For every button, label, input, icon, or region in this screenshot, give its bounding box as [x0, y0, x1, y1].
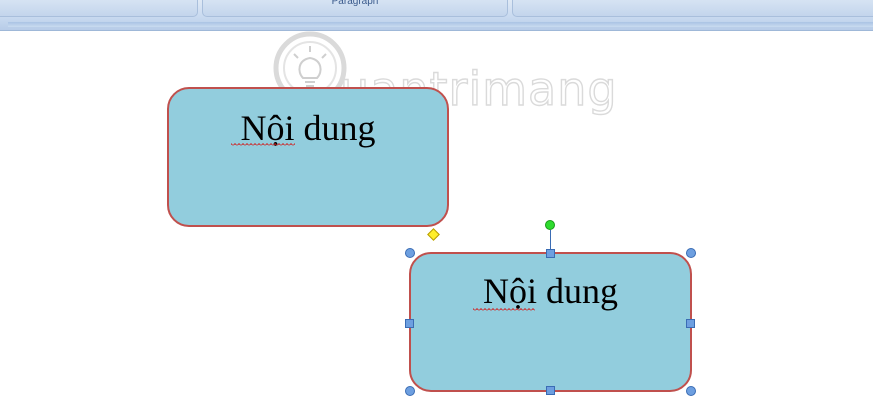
ribbon-group-paragraph[interactable]: Paragraph [202, 0, 508, 17]
adjustment-handle[interactable] [427, 228, 440, 241]
spell-check-underline [473, 308, 535, 312]
resize-handle-bottom-left[interactable] [405, 386, 415, 396]
resize-handle-bottom-right[interactable] [686, 386, 696, 396]
selected-rounded-rectangle-shape[interactable]: Nội dung [409, 252, 692, 392]
ribbon-bottom-bar [8, 22, 873, 27]
rotation-connector [550, 230, 551, 252]
ribbon-group-label: Paragraph [331, 0, 379, 7]
shape-text[interactable]: Nội dung [483, 271, 618, 311]
shape-text[interactable]: Nội dung [240, 108, 376, 148]
resize-handle-top[interactable] [546, 249, 555, 258]
ribbon-group-right [512, 0, 873, 17]
resize-handle-right[interactable] [686, 319, 695, 328]
ribbon: Paragraph [0, 0, 873, 31]
resize-handle-left[interactable] [405, 319, 414, 328]
rotation-handle[interactable] [545, 220, 555, 230]
spell-check-underline [231, 143, 295, 147]
resize-handle-top-right[interactable] [686, 248, 696, 258]
ribbon-group-left [0, 0, 198, 17]
resize-handle-top-left[interactable] [405, 248, 415, 258]
resize-handle-bottom[interactable] [546, 386, 555, 395]
rounded-rectangle-shape[interactable]: Nội dung [167, 87, 449, 227]
